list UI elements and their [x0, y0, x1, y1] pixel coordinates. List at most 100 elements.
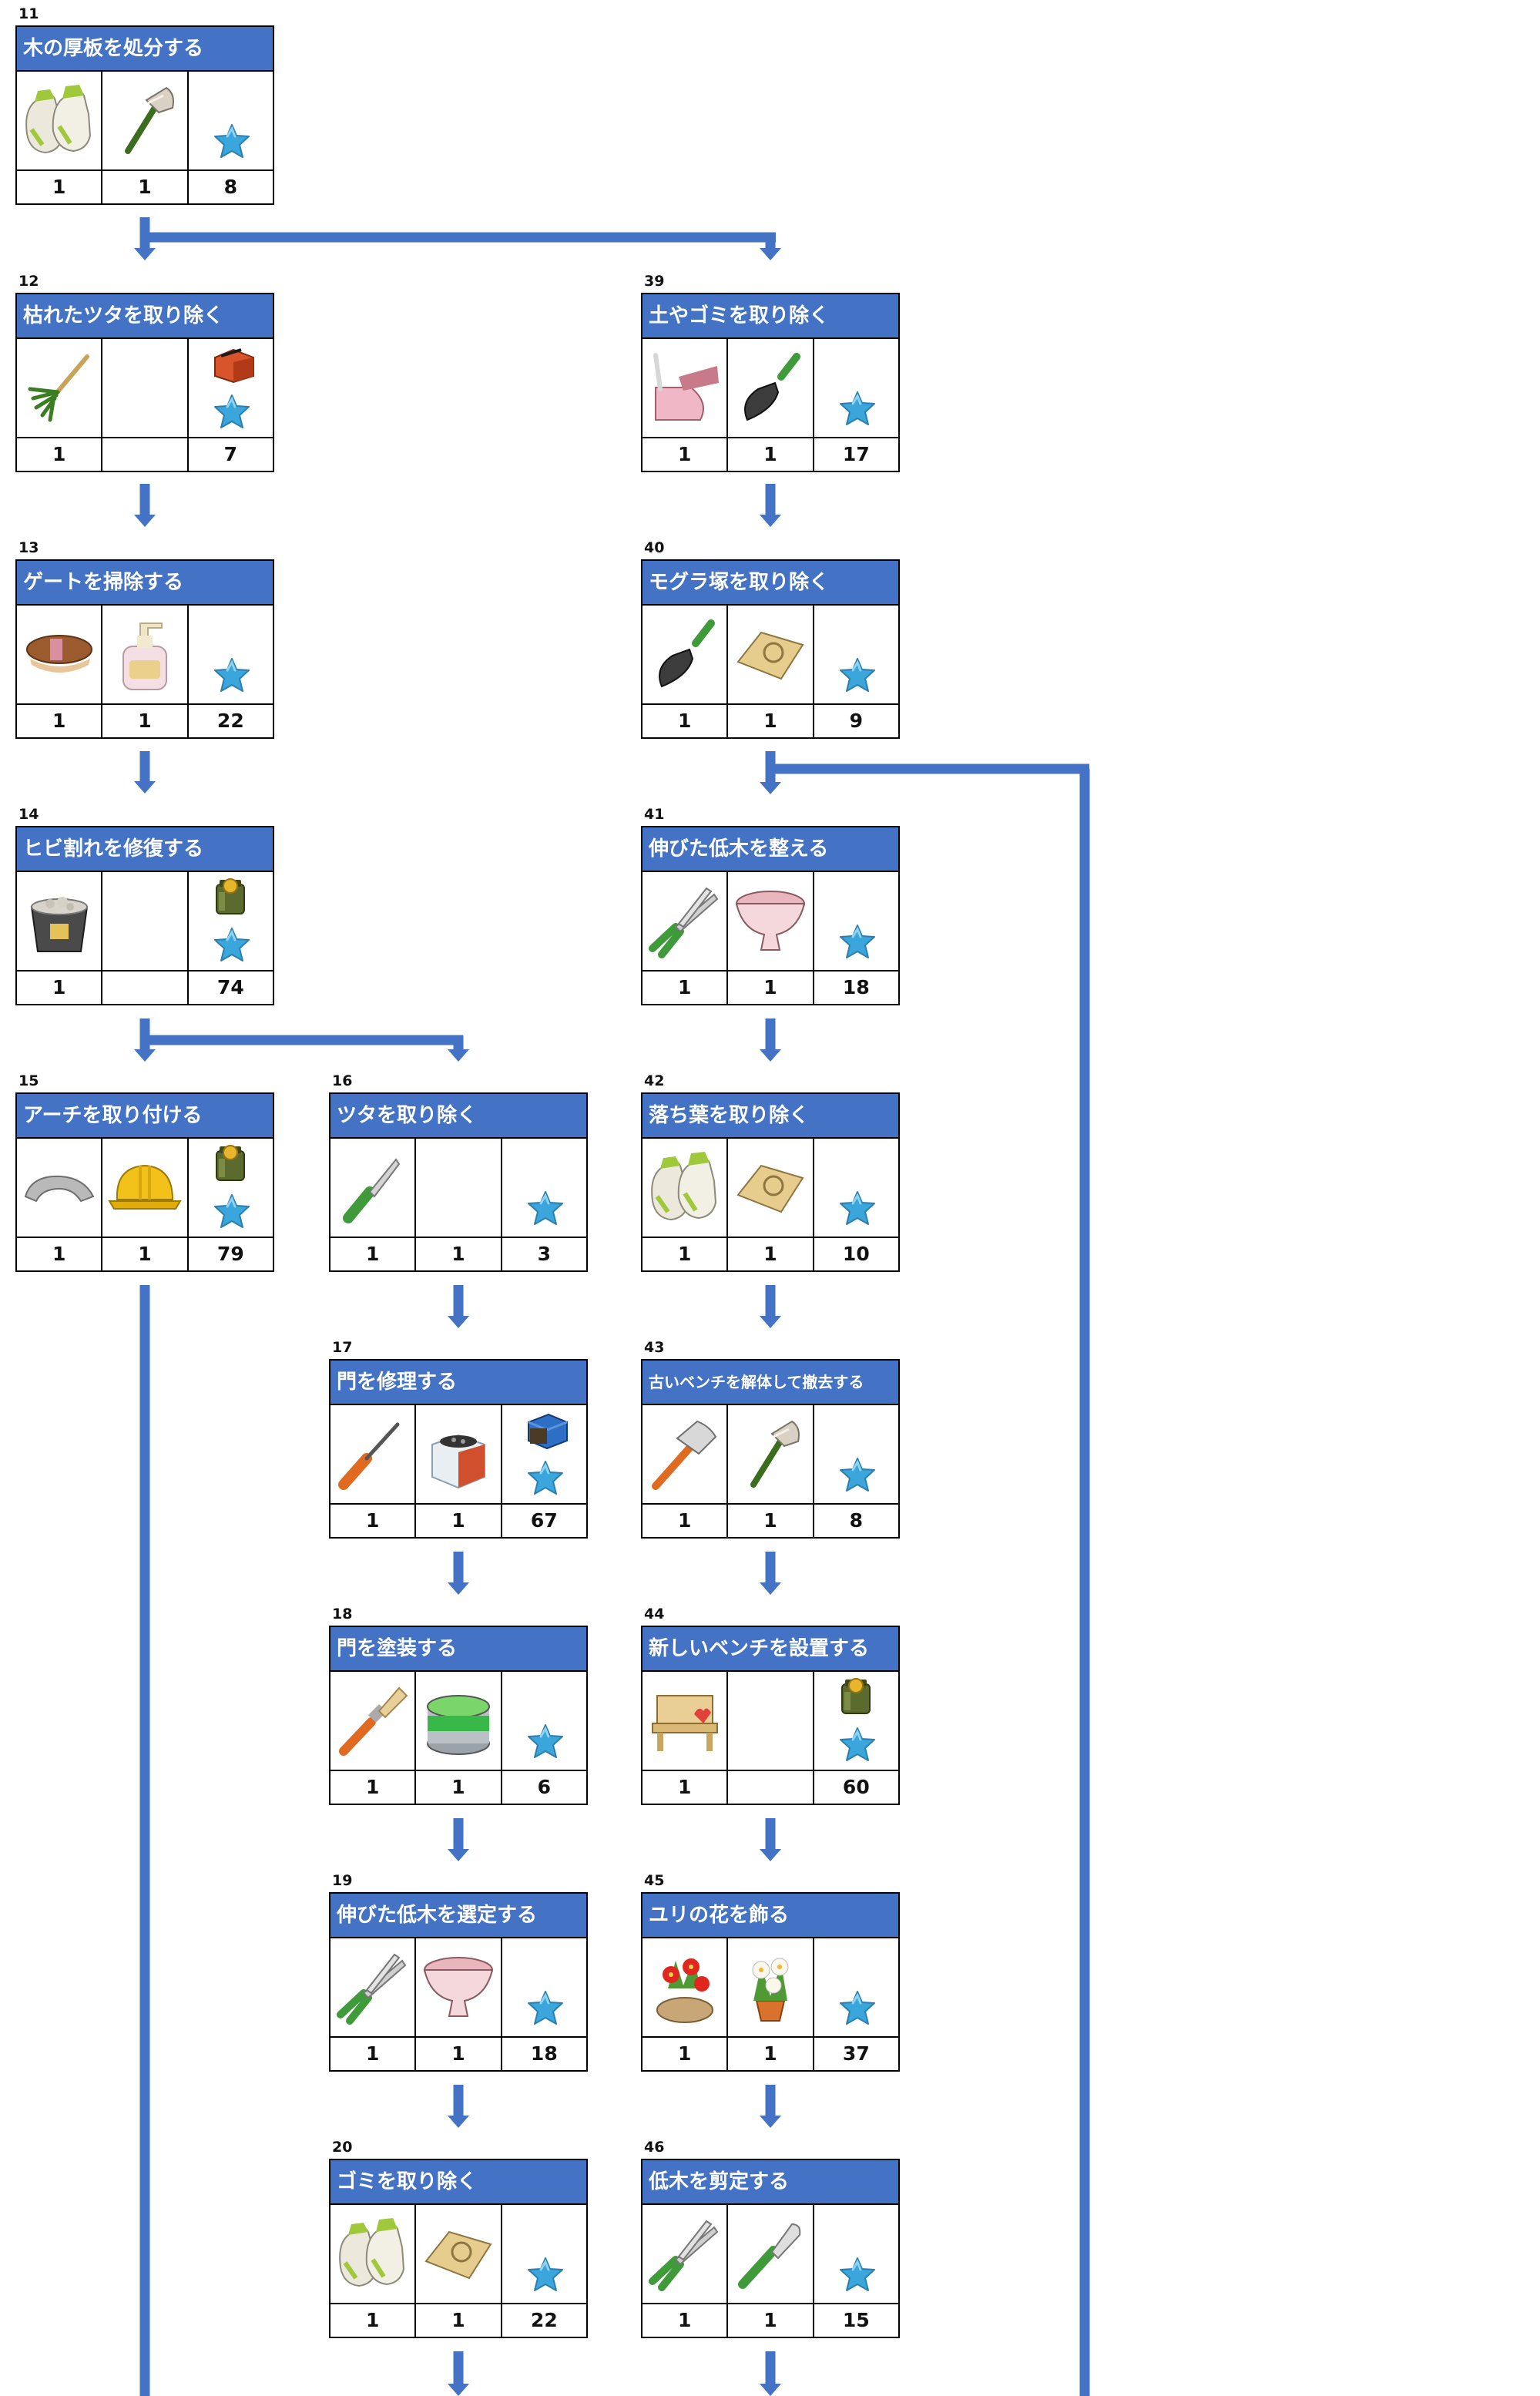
- task-number: 39: [644, 273, 665, 290]
- item-slot: [17, 606, 103, 703]
- brush-icon: [19, 614, 99, 694]
- reward-slot: [814, 1938, 898, 2036]
- nails-box-icon: [418, 1414, 498, 1494]
- star-icon: [212, 393, 252, 431]
- item-count: 1: [330, 1505, 417, 1537]
- star-icon: [525, 1723, 565, 1761]
- dustpan-icon: [645, 347, 725, 428]
- planter-bowl-icon: [730, 881, 810, 961]
- item-slot: [728, 1139, 814, 1237]
- item-slot: [728, 2205, 814, 2303]
- item-count: 1: [330, 1238, 417, 1270]
- task-number: 11: [18, 5, 39, 22]
- trowel-icon: [645, 614, 725, 694]
- star-count: 8: [223, 176, 238, 198]
- cement-bucket-icon: [19, 881, 99, 961]
- knife-icon: [333, 1147, 413, 1227]
- items-row: [643, 1938, 898, 2036]
- task-title: 伸びた低木を整える: [643, 827, 898, 872]
- item-slot: [416, 1938, 502, 2036]
- star-count: 37: [842, 2042, 870, 2065]
- star-icon: [212, 926, 252, 965]
- arrow-head: [134, 515, 156, 527]
- star-icon: [837, 1726, 877, 1764]
- hedge-shears-icon: [645, 2213, 725, 2294]
- star-count: 8: [849, 1509, 864, 1532]
- reward-slot: [814, 339, 898, 437]
- items-row: [17, 339, 273, 437]
- star-count: 60: [842, 1776, 870, 1798]
- task-title: 伸びた低木を選定する: [330, 1894, 586, 1938]
- item-count: 1: [643, 438, 729, 471]
- hard-hat-icon: [105, 1147, 185, 1227]
- item-count: 1: [416, 2038, 502, 2070]
- items-row: [643, 606, 898, 703]
- task-number: 15: [18, 1072, 39, 1089]
- reward-slot: [502, 1938, 586, 2036]
- rake-icon: [19, 347, 99, 428]
- star-icon: [525, 1459, 565, 1498]
- item-count: 1: [728, 438, 814, 471]
- task-number: 14: [18, 806, 39, 823]
- arrow-head: [448, 2116, 469, 2128]
- item-slot: [728, 1405, 814, 1503]
- task-number: 46: [644, 2139, 665, 2156]
- axe-icon: [105, 80, 185, 160]
- item-count: 1: [17, 438, 103, 471]
- item-count: 1: [643, 971, 729, 1004]
- red-lily-pot-icon: [645, 1947, 725, 2027]
- item-count: 1: [330, 2038, 417, 2070]
- item-count: 1: [102, 1238, 189, 1270]
- item-slot: [416, 2205, 502, 2303]
- item-count: 1: [17, 1238, 103, 1270]
- hammer-icon: [645, 1414, 725, 1494]
- item-count: 1: [643, 705, 729, 737]
- paintbrush-icon: [333, 1680, 413, 1760]
- item-count: 1: [17, 705, 103, 737]
- coin-jar-icon: [210, 877, 250, 917]
- arrow-head: [760, 1849, 781, 1861]
- task-title: 新しいベンチを設置する: [643, 1627, 898, 1672]
- items-row: [330, 1405, 586, 1503]
- arrow-head: [760, 782, 781, 794]
- item-slot: [102, 72, 189, 169]
- item-count: 1: [416, 1771, 502, 1804]
- item-slot: [17, 1139, 103, 1237]
- item-count: 1: [416, 1238, 502, 1270]
- task-title: 門を塗装する: [330, 1627, 586, 1672]
- star-count: 7: [223, 443, 238, 465]
- item-slot: [102, 1139, 189, 1237]
- item-slot: [728, 606, 814, 703]
- item-count: 1: [17, 171, 103, 203]
- items-row: [643, 1405, 898, 1503]
- reward-slot: [814, 2205, 898, 2303]
- star-count: 22: [530, 2309, 558, 2331]
- task-title: 木の厚板を処分する: [17, 27, 273, 72]
- star-count: 6: [537, 1776, 552, 1798]
- task-title: 門を修理する: [330, 1361, 586, 1405]
- task-title: ゴミを取り除く: [330, 2160, 586, 2205]
- reward-slot: [502, 2205, 586, 2303]
